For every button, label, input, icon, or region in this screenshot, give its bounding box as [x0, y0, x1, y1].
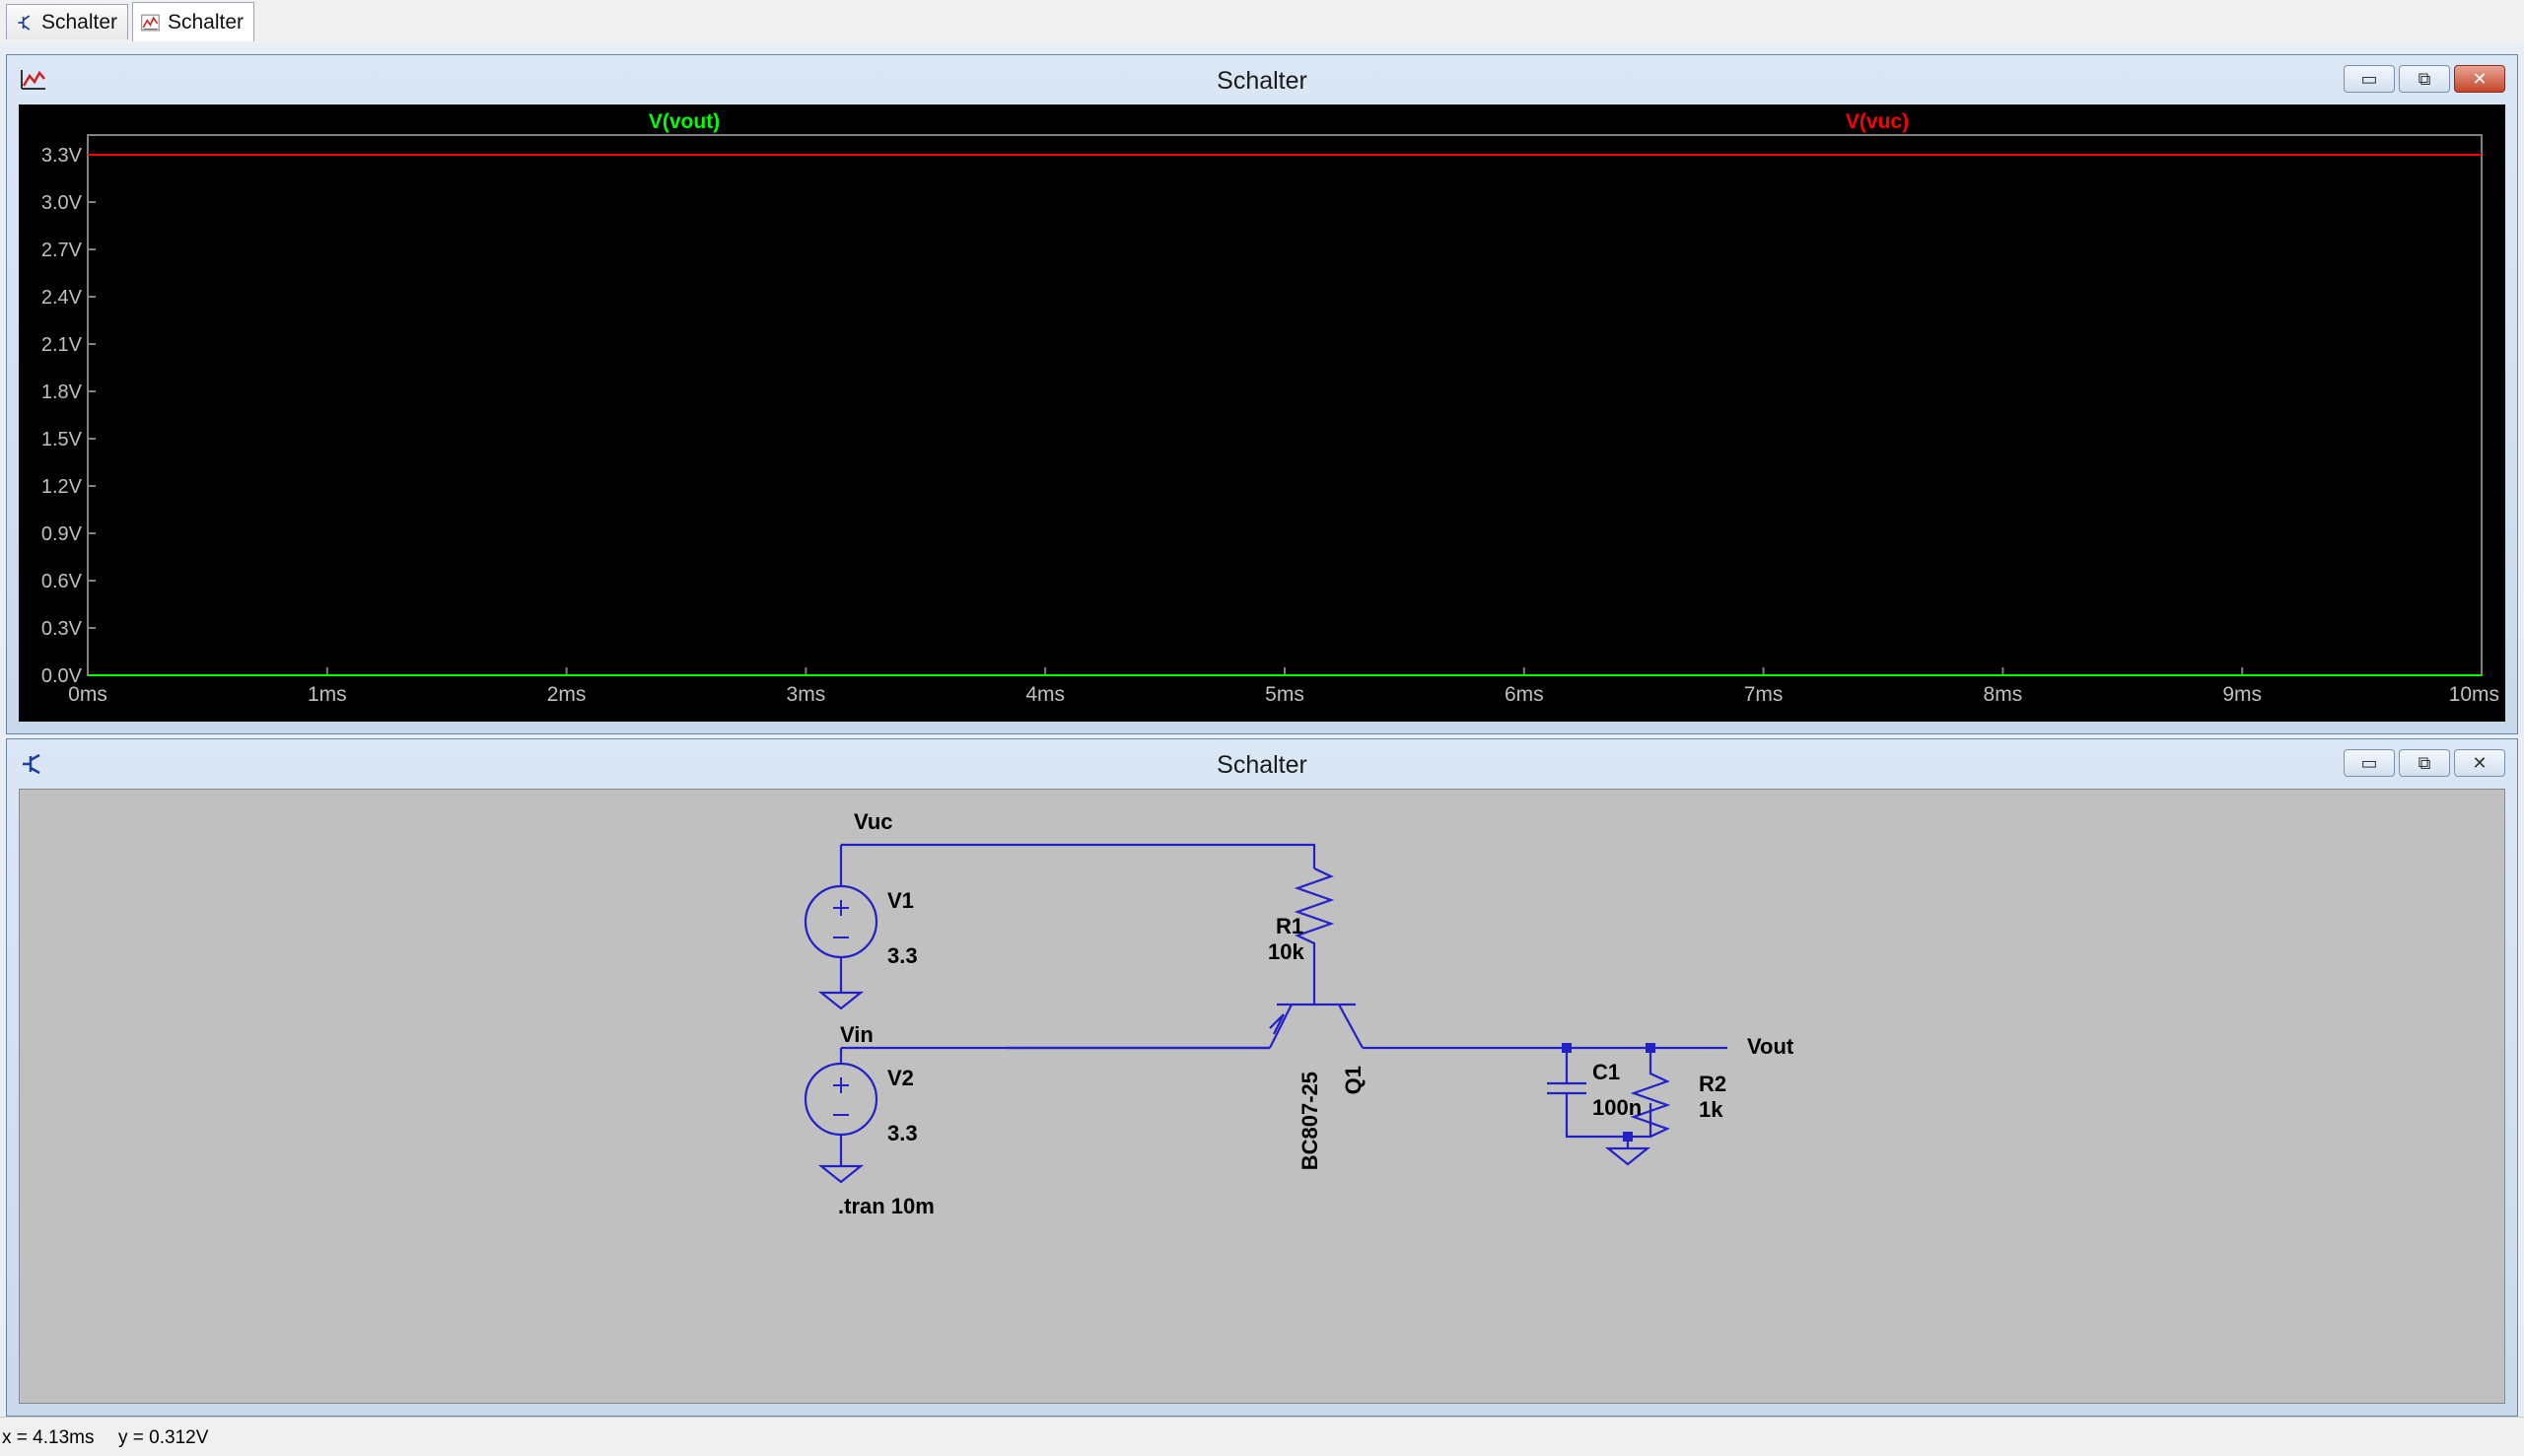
- spice-directive[interactable]: .tran 10m: [838, 1194, 935, 1218]
- schematic-canvas[interactable]: Vuc V1 3.3 R1 10k Vin V2 3.3 Vout C1 100…: [19, 789, 2505, 1404]
- waveform-window: Schalter ▭ ⧉ ✕ V(vout) V(vuc) 3.3V 3.0V 2.…: [6, 54, 2518, 734]
- y-tick-label: 0.0V: [41, 665, 83, 687]
- minimize-button[interactable]: ▭: [2344, 65, 2395, 93]
- x-tick-label: 6ms: [1505, 683, 1544, 706]
- trace-label-vuc[interactable]: V(vuc): [1846, 110, 1909, 133]
- schematic-titlebar[interactable]: Schalter ▭ ⧉ ✕: [7, 739, 2517, 789]
- y-tick-label: 2.1V: [41, 334, 83, 356]
- schematic-drawing[interactable]: Vuc V1 3.3 R1 10k Vin V2 3.3 Vout C1 100…: [20, 790, 2506, 1405]
- close-icon: ✕: [2472, 752, 2488, 773]
- waveform-titlebar[interactable]: Schalter ▭ ⧉ ✕: [7, 55, 2517, 104]
- v2-value-label[interactable]: 3.3: [887, 1121, 918, 1145]
- minimize-icon: ▭: [2360, 68, 2378, 89]
- plot-frame: [87, 134, 2483, 676]
- x-tick-label: 5ms: [1265, 683, 1304, 706]
- schematic-wires: [804, 843, 1727, 1184]
- q1-name-label[interactable]: Q1: [1341, 1066, 1366, 1094]
- plot-pane[interactable]: V(vout) V(vuc) 3.3V 3.0V 2.7V 2.4V 2.1V 1.8V 1…: [19, 104, 2505, 722]
- r2-value-label[interactable]: 1k: [1699, 1097, 1723, 1122]
- restore-icon: ⧉: [2418, 752, 2431, 773]
- restore-button[interactable]: ⧉: [2399, 749, 2450, 777]
- close-button[interactable]: ✕: [2454, 749, 2505, 777]
- x-tick-label: 4ms: [1025, 683, 1065, 706]
- schematic-icon: [23, 753, 40, 775]
- c1-name-label[interactable]: C1: [1592, 1060, 1620, 1084]
- y-tick-label: 2.4V: [41, 287, 83, 309]
- tab-label: Schalter: [40, 10, 117, 34]
- r1-name-label[interactable]: R1: [1276, 914, 1303, 938]
- y-tick-label: 1.5V: [41, 429, 83, 451]
- document-tab-strip: Schalter Schalter: [0, 0, 2524, 45]
- x-tick-label: 2ms: [547, 683, 587, 706]
- x-tick-label: 1ms: [308, 683, 347, 706]
- y-tick-label: 2.7V: [41, 240, 83, 261]
- net-label-vout[interactable]: Vout: [1747, 1034, 1794, 1059]
- y-tick-label: 3.0V: [41, 192, 83, 214]
- window-title: Schalter: [1217, 751, 1307, 779]
- minimize-icon: ▭: [2360, 752, 2378, 773]
- tab-label: Schalter: [167, 10, 244, 34]
- status-bar: x = 4.13ms y = 0.312V: [0, 1417, 2524, 1456]
- source-polarity-marks: [833, 900, 849, 1116]
- r2-name-label[interactable]: R2: [1699, 1072, 1726, 1096]
- x-tick-label: 10ms: [2449, 683, 2499, 706]
- x-tick-label: 8ms: [1984, 683, 2023, 706]
- minimize-button[interactable]: ▭: [2344, 749, 2395, 777]
- restore-button[interactable]: ⧉: [2399, 65, 2450, 93]
- v1-value-label[interactable]: 3.3: [887, 943, 918, 968]
- y-tick-label: 0.9V: [41, 523, 83, 545]
- close-button[interactable]: ✕: [2454, 65, 2505, 93]
- net-label-vuc[interactable]: Vuc: [854, 809, 893, 834]
- y-tick-label: 1.8V: [41, 381, 83, 403]
- x-tick-label: 0ms: [68, 683, 107, 706]
- net-label-vin[interactable]: Vin: [840, 1022, 874, 1047]
- cursor-x-readout: x = 4.13ms: [2, 1427, 95, 1448]
- trace-label-vout[interactable]: V(vout): [649, 110, 720, 133]
- y-tick-label: 3.3V: [41, 145, 83, 167]
- schematic-junctions: [1562, 1043, 1655, 1142]
- tab-schematic[interactable]: Schalter: [6, 4, 128, 39]
- v2-name-label[interactable]: V2: [887, 1066, 914, 1090]
- y-tick-label: 0.3V: [41, 618, 83, 640]
- cursor-y-readout: y = 0.312V: [118, 1427, 209, 1448]
- v1-name-label[interactable]: V1: [887, 888, 914, 913]
- r1-value-label[interactable]: 10k: [1268, 939, 1304, 964]
- x-tick-label: 3ms: [787, 683, 826, 706]
- y-tick-label: 1.2V: [41, 476, 83, 498]
- window-title: Schalter: [1217, 67, 1307, 95]
- restore-icon: ⧉: [2418, 68, 2431, 89]
- waveform-plot[interactable]: V(vout) V(vuc) 3.3V 3.0V 2.7V 2.4V 2.1V 1.8V 1…: [19, 104, 2505, 722]
- mdi-workspace: Schalter ▭ ⧉ ✕ V(vout) V(vuc) 3.3V 3.0V 2.…: [0, 44, 2524, 1417]
- x-tick-label: 9ms: [2222, 683, 2262, 706]
- waveform-icon: [21, 70, 45, 90]
- x-tick-label: 7ms: [1744, 683, 1784, 706]
- close-icon: ✕: [2472, 68, 2488, 89]
- q1-model-label[interactable]: BC807-25: [1297, 1072, 1322, 1170]
- schematic-icon: [18, 14, 31, 31]
- schematic-window: Schalter ▭ ⧉ ✕: [6, 738, 2518, 1417]
- c1-value-label[interactable]: 100n: [1592, 1095, 1642, 1120]
- y-tick-label: 0.6V: [41, 571, 83, 592]
- tab-waveform[interactable]: Schalter: [132, 2, 254, 41]
- waveform-icon: [141, 14, 160, 31]
